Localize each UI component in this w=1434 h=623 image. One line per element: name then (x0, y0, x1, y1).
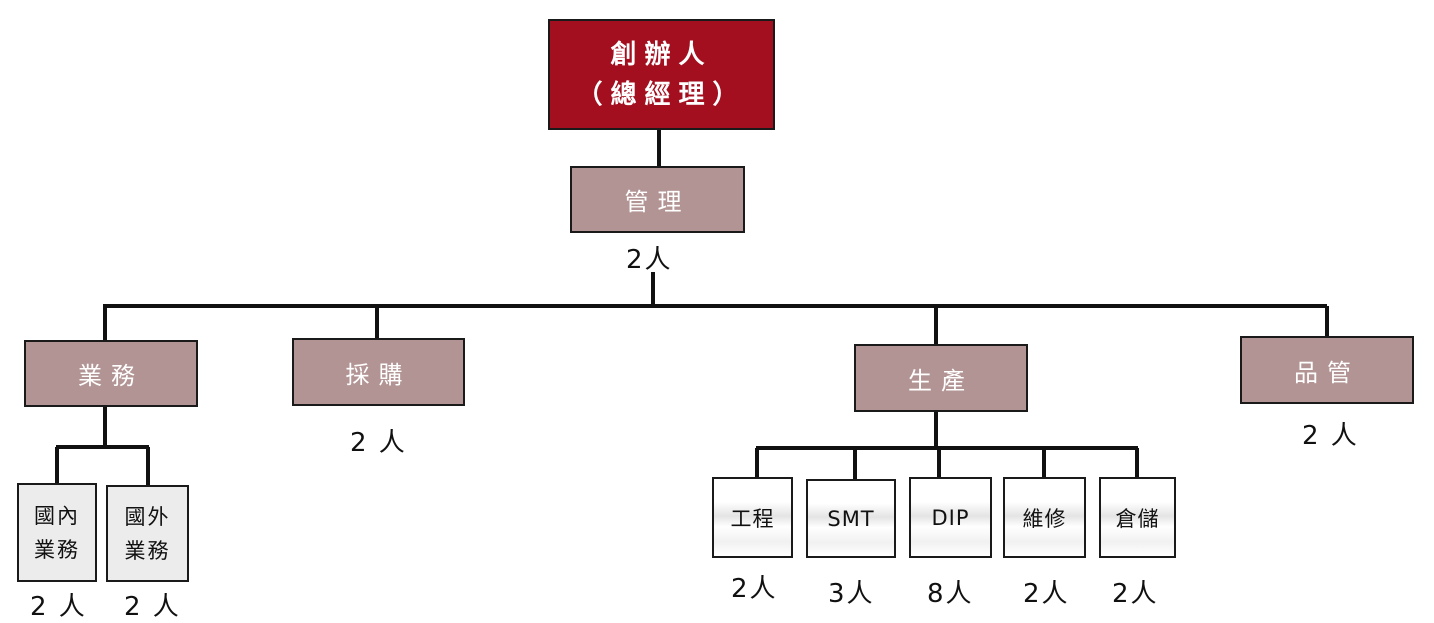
warehouse-box: 倉儲 (1099, 477, 1176, 558)
admin-count: 2人 (626, 245, 673, 275)
qc-box: 品管 (1240, 336, 1414, 404)
sales-box: 業務 (24, 340, 198, 407)
dip-box: DIP (909, 477, 992, 558)
warehouse-count: 2人 (1112, 579, 1159, 609)
repair-count: 2人 (1023, 579, 1070, 609)
founder-box: 創辦人 （總經理） (548, 19, 775, 130)
smt-box: SMT (806, 479, 896, 558)
purchasing-count: 2 人 (350, 428, 407, 458)
admin-box: 管理 (570, 166, 745, 233)
engineering-box: 工程 (712, 477, 793, 558)
domestic-sales-count: 2 人 (30, 592, 87, 622)
dip-count: 8人 (927, 579, 974, 609)
engineering-count: 2人 (731, 574, 778, 604)
domestic-sales-box: 國內 業務 (17, 483, 97, 582)
purchasing-box: 採購 (292, 338, 465, 406)
repair-box: 維修 (1003, 477, 1086, 558)
smt-count: 3人 (828, 579, 875, 609)
production-box: 生產 (854, 344, 1028, 412)
overseas-sales-box: 國外 業務 (106, 485, 189, 582)
overseas-sales-count: 2 人 (124, 592, 181, 622)
qc-count: 2 人 (1302, 421, 1359, 451)
